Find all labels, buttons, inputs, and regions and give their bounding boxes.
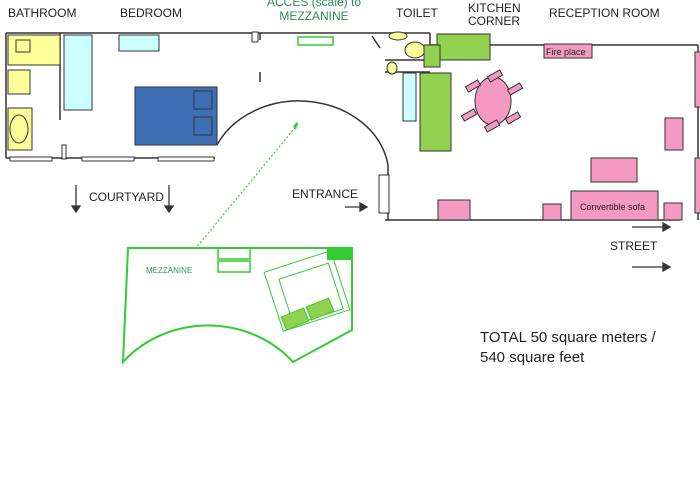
reception-label: RECEPTION ROOM [549,6,660,20]
toilet-fixtures [386,31,426,122]
window-marks [9,31,259,162]
reception-furniture [437,43,700,221]
entrance-label: ENTRANCE [292,187,358,201]
bathroom-label: BATHROOM [8,6,76,20]
fireplace [543,43,593,59]
toilet-label: TOILET [396,6,438,20]
mezzanine-plan [121,121,353,365]
access-label-line1: ACCES (scale) to [267,0,361,9]
street-label: STREET [610,239,658,253]
bathroom-fixtures [7,34,61,151]
mezzanine-access-marker [297,36,334,46]
bedroom-label: BEDROOM [120,6,182,20]
access-dotted-line [195,123,299,249]
direction-arrows [70,185,672,273]
bedroom-furniture [63,34,218,146]
kitchen-label-line1: KITCHEN [468,1,521,15]
total-area-line2: 540 square feet [480,349,585,366]
total-area-line1: TOTAL 50 square meters / [480,329,656,346]
courtyard-label: COURTYARD [89,190,164,204]
convertible-sofa [570,190,659,221]
sofa-label: Convertible sofa [580,202,645,212]
fireplace-label: Fire place [546,47,586,57]
kitchen-counters [419,33,491,152]
mezzanine-label: MEZZANINE [146,266,192,275]
entrance-door [378,174,390,214]
kitchen-label-line2: CORNER [468,14,520,28]
access-label-line2: MEZZANINE [279,9,348,23]
